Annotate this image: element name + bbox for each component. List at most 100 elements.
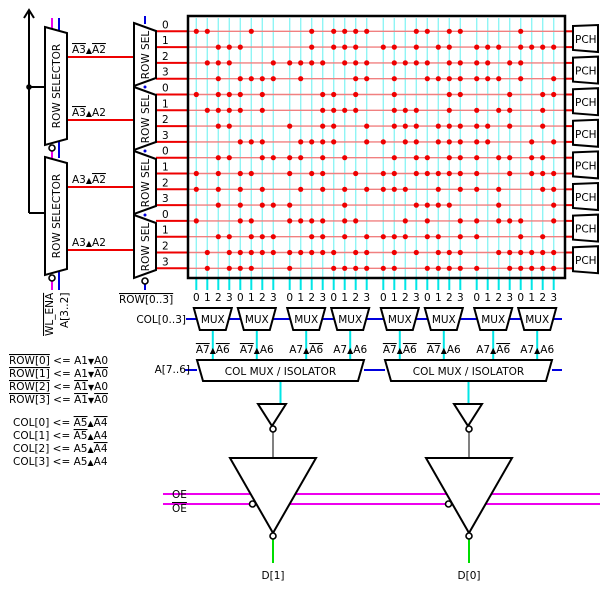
memory-cell (320, 139, 326, 145)
label-segment: ▲ (441, 346, 448, 355)
memory-cell (270, 202, 276, 208)
memory-cell (215, 76, 221, 82)
column-index-label: 1 (297, 292, 304, 304)
memory-cell (446, 91, 452, 98)
row-index-label: 0 (162, 83, 169, 95)
label-segment: ▲ (254, 346, 261, 355)
memory-cell (402, 234, 408, 240)
inversion-bubble (465, 532, 473, 540)
memory-cell (309, 60, 315, 66)
label-segment: <= (50, 394, 74, 406)
label-segment: COL[0] (13, 417, 49, 429)
label-segment: ▲ (303, 346, 310, 355)
memory-cell (402, 107, 408, 113)
memory-cell (540, 107, 546, 113)
memory-cell (237, 91, 243, 98)
memory-cell (215, 170, 221, 177)
memory-cell (287, 123, 293, 129)
label-segment: A7 (333, 344, 347, 356)
row-index-label: 1 (162, 162, 169, 174)
memory-cell (540, 265, 546, 271)
memory-cell (353, 60, 359, 66)
memory-cell (551, 44, 557, 50)
column-index-label: 0 (237, 292, 244, 304)
precharge-block (572, 87, 599, 117)
memory-cell (237, 218, 243, 224)
memory-cell (529, 155, 535, 161)
row-sel-block (133, 21, 157, 88)
column-index-label: 0 (473, 292, 480, 304)
memory-cell (298, 249, 304, 256)
column-index-label: 2 (215, 292, 222, 304)
memory-cell (259, 139, 265, 145)
memory-cell (424, 265, 430, 271)
memory-cell (446, 28, 452, 34)
mux-label: MUX (245, 314, 269, 326)
label-segment: A7 (383, 344, 397, 356)
label-segment: COL[1] (13, 430, 49, 442)
label-segment: <= (50, 368, 74, 380)
memory-cell (215, 60, 221, 66)
memory-cell (193, 170, 199, 177)
memory-cell (298, 139, 304, 145)
label-segment: ▲ (87, 458, 94, 467)
memory-cell (413, 28, 419, 34)
junction-dot (26, 84, 32, 90)
label-segment: A7 (476, 344, 490, 356)
memory-cell (551, 186, 557, 192)
col-select-label: A7▲A6 (333, 344, 367, 356)
memory-cell (496, 155, 502, 161)
row-index-label: 0 (162, 146, 169, 158)
row-select-label: A3▲A2 (72, 237, 106, 249)
col-select-label: A7▲A6 (289, 344, 323, 356)
label-segment: A6 (496, 344, 510, 356)
column-index-label: 0 (424, 292, 431, 304)
sense-inverter (256, 403, 288, 428)
equation-text: ROW[0] <= A1▼A0 (9, 355, 108, 367)
memory-cell (413, 123, 419, 129)
memory-cell (457, 170, 463, 177)
col-select-label: A7▲A6 (520, 344, 554, 356)
data-output-label: D[0] (458, 570, 481, 582)
memory-cell (413, 249, 419, 256)
memory-cell (446, 60, 452, 66)
memory-cell (248, 139, 254, 145)
memory-cell (215, 44, 221, 50)
memory-cell (529, 170, 535, 177)
memory-cell (320, 234, 326, 240)
memory-cell (446, 76, 452, 82)
memory-cell (446, 170, 452, 177)
row-sel-label: ROW SEL (140, 223, 152, 272)
row-sel-block (133, 213, 157, 280)
column-index-label: 1 (341, 292, 348, 304)
memory-cell (215, 186, 221, 192)
memory-cell (540, 249, 546, 256)
label-segment: A2 (92, 107, 106, 119)
label-segment: ▲ (210, 346, 217, 355)
memory-cell (446, 249, 452, 256)
memory-cell (331, 107, 337, 113)
memory-cell (507, 155, 513, 161)
memory-cell (435, 265, 441, 271)
memory-cell (320, 170, 326, 177)
wl-ena-label: WL_ENA (44, 292, 56, 336)
column-index-label: 2 (446, 292, 453, 304)
row-sel-label: ROW SEL (140, 159, 152, 208)
row-sel-label: ROW SEL (140, 31, 152, 80)
col-select-label: A7▲A6 (427, 344, 461, 356)
memory-cell (457, 249, 463, 256)
label-segment: A5 (74, 430, 88, 442)
memory-cell (518, 265, 524, 271)
memory-cell (518, 234, 524, 240)
memory-cell (457, 123, 463, 129)
memory-cell (391, 170, 397, 177)
memory-cell (226, 265, 232, 271)
equation: ROW[3] <= A1▼A0 (9, 394, 108, 406)
memory-cell (413, 202, 419, 208)
equation-text: ROW[1] <= A1▼A0 (9, 368, 108, 380)
memory-cell (496, 186, 502, 192)
label-segment: A7 (289, 344, 303, 356)
memory-cell (248, 76, 254, 82)
memory-cell (457, 265, 463, 271)
